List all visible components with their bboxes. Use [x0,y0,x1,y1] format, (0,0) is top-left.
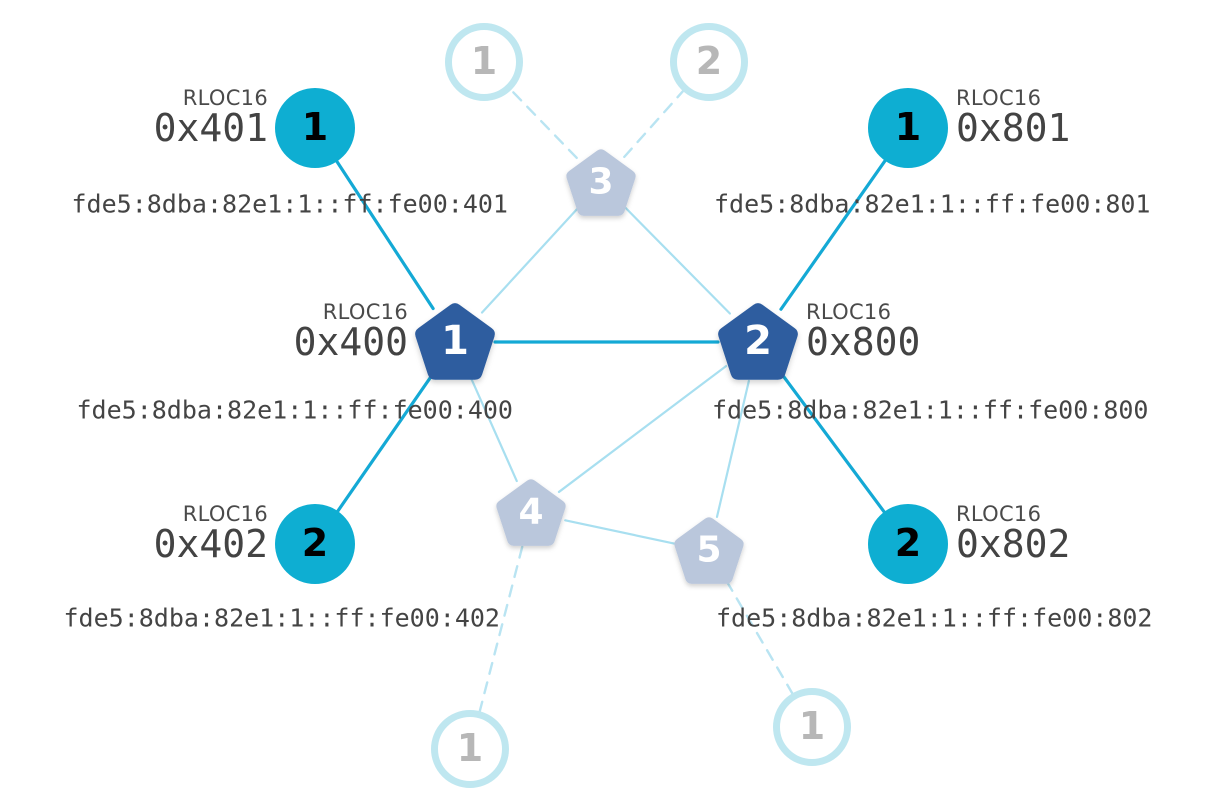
end-device-node-0x401[interactable]: 1 [275,88,355,168]
link-d802-to-r800 [780,372,887,515]
ghost-circle-shape [431,710,509,788]
end-device-node-0x801[interactable]: 1 [868,88,948,168]
pentagon-shape [566,149,636,216]
pentagon-shape [718,303,798,380]
router-node-0x400[interactable]: 1 [409,296,501,388]
faded-end-device-node-1[interactable]: 1 [773,688,851,766]
faded-end-device-node-1[interactable]: 1 [445,23,523,101]
link-r800-to-p3 [624,206,731,315]
pentagon-shape [415,303,495,380]
link-p4-to-g1-bottom-left [478,545,524,713]
device-circle-shape [868,504,948,584]
faded-router-node-4[interactable]: 4 [491,473,571,553]
link-r400-to-p3 [480,207,579,314]
link-d402-to-r400 [335,373,434,514]
device-circle-shape [275,88,355,168]
link-p5-to-g1-bottom-right [725,580,794,695]
pentagon-shape [496,479,566,546]
ghost-circle-shape [773,688,851,766]
faded-end-device-node-2[interactable]: 2 [670,23,748,101]
link-p3-to-g1-top [509,88,578,160]
end-device-node-0x402[interactable]: 2 [275,504,355,584]
link-p3-to-g2-top [623,89,685,159]
link-d801-to-r800 [779,158,888,311]
link-p4-to-p5 [564,519,676,545]
ghost-circle-shape [445,23,523,101]
router-node-0x800[interactable]: 2 [712,296,804,388]
link-r400-to-p4 [470,377,518,483]
faded-end-device-node-1[interactable]: 1 [431,710,509,788]
faded-router-node-5[interactable]: 5 [669,511,749,591]
link-r800-to-p5 [715,379,750,519]
link-r800-to-p4 [557,364,728,494]
device-circle-shape [275,504,355,584]
ghost-circle-shape [670,23,748,101]
pentagon-shape [674,517,744,584]
faded-router-node-3[interactable]: 3 [561,143,641,223]
link-d401-to-r400 [334,159,435,311]
end-device-node-0x802[interactable]: 2 [868,504,948,584]
device-circle-shape [868,88,948,168]
